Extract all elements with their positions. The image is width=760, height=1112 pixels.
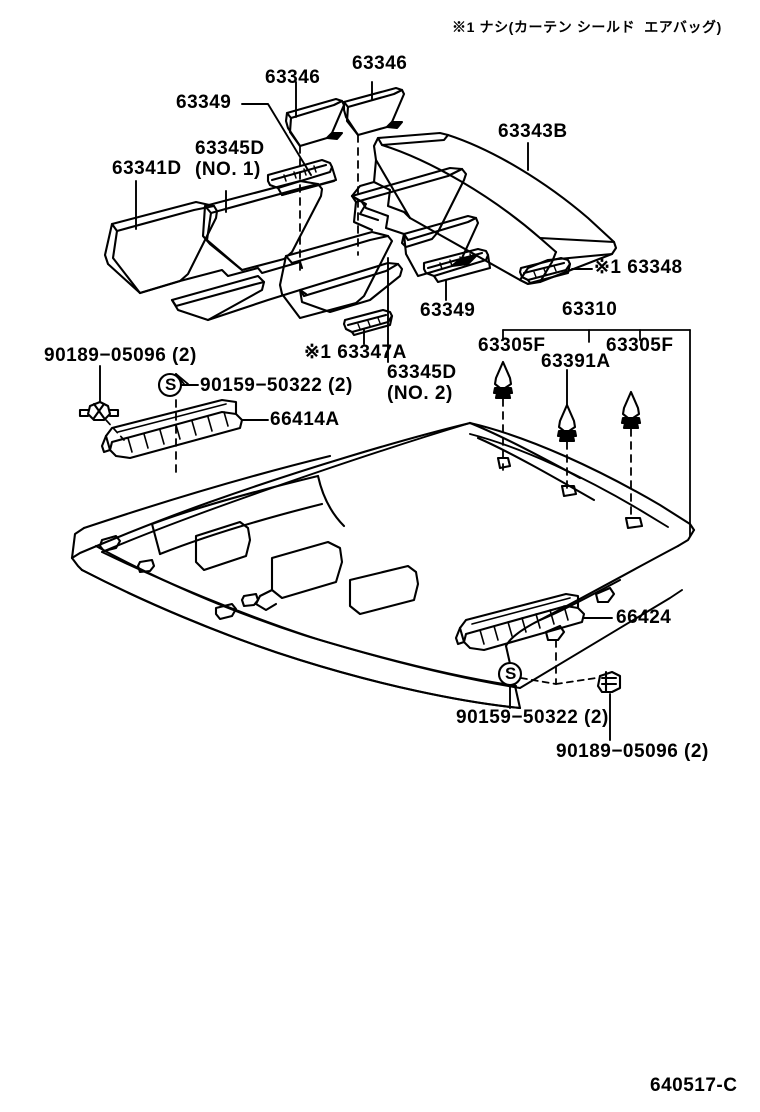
marker-s-right-glyph: S [505,664,517,683]
label-90159-50322-left: 90159−50322 (2) [200,375,353,396]
part-shape-lower-pad-row-2 [298,261,404,314]
label-63341d: 63341D [112,158,182,179]
part-shape-center-pad-body [278,230,394,320]
part-shape-66414a [100,398,244,460]
dash-90159-right [520,677,597,685]
label-63345d-no2: 63345D(NO. 2) [387,362,457,405]
part-shape-63348 [518,256,572,285]
part-shape-63346-right [342,86,406,137]
part-shape-screw-90189-left [78,400,120,422]
leader-lines-upper [135,81,593,363]
part-shape-screw-90189-right [596,670,622,694]
label-66424: 66424 [616,607,672,628]
roof-rear-rail [468,421,644,530]
label-66414a: 66414A [270,409,340,430]
part-shape-63341d-extension [138,260,304,295]
label-90189-05096-left: 90189−05096 (2) [44,345,197,366]
label-63345d-no1-line2: (NO. 1) [195,159,261,181]
marker-s-left-glyph: S [165,375,177,394]
label-63310: 63310 [562,299,618,320]
label-63348: ※1 63348 [594,257,683,278]
label-90189-05096-right: 90189−05096 (2) [556,741,709,762]
part-shape-center-large-pad [350,166,468,249]
part-shape-clip-63305f-right [620,390,642,430]
dash-63346-assembly [299,134,359,273]
label-63305f-left: 63305F [478,335,546,356]
roof-rear-quarter-detail [538,578,622,642]
part-shape-roof-headlining-main [70,421,696,710]
label-63346-left: 63346 [265,67,321,88]
label-63343b: 63343B [498,121,568,142]
part-leader-63310-frame [502,329,691,537]
sun-visor-recess-right [348,564,420,616]
part-shape-lower-pad-row [170,274,308,322]
part-shape-clip-63305f-left [492,360,514,400]
label-63345d-no1: 63345D(NO. 1) [195,138,265,181]
figure-code: 640517-C [650,1075,738,1096]
part-shape-63341d [103,200,219,295]
note-curtain-shield-airbag: ※1 ナシ(カーテン シールド エアバッグ) [452,19,722,35]
label-63346-right: 63346 [352,53,408,74]
roof-inner-contours [101,422,683,689]
label-63349-upper: 63349 [176,92,232,113]
label-63345d-no2-line1: 63345D [387,362,457,383]
part-shape-63345d-no1 [201,179,324,272]
roof-front-header-band [80,474,522,710]
map-lamp-recess [254,540,344,612]
dash-90189-left [105,419,125,441]
leader-fasteners-bottom [509,684,611,741]
label-63349-lower: 63349 [420,300,476,321]
part-shape-clip-63391a [556,403,578,443]
label-63391a: 63391A [541,351,611,372]
roof-mounting-holes [98,534,260,621]
part-shape-63349-upper [266,158,338,197]
part-shape-63347a [342,308,394,337]
label-90159-50322-right: 90159−50322 (2) [456,707,609,728]
label-63347a: ※1 63347A [304,342,407,363]
sun-visor-recess-left [194,520,252,572]
label-63345d-no2-line2: (NO. 2) [387,383,453,405]
label-63345d-no1-line1: 63345D [195,138,265,159]
label-63305f-right: 63305F [606,335,674,356]
part-shape-66424 [454,592,586,652]
part-shape-63349-lower [422,247,492,284]
part-shape-63346-left [284,97,346,148]
